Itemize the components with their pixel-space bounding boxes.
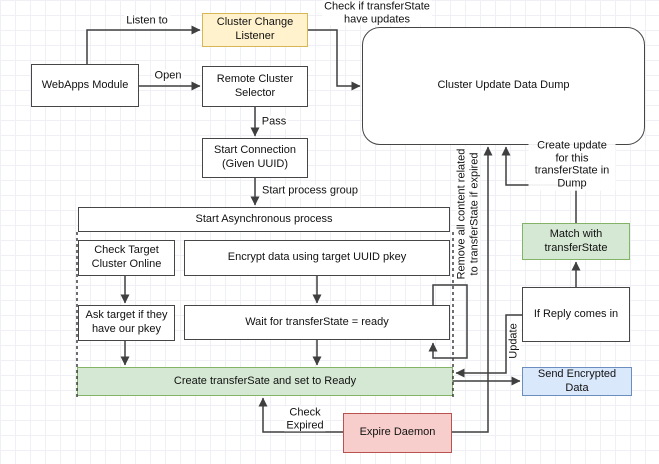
edge-label-listen-to: Listen to <box>124 14 170 28</box>
edge-label-start-process-group: Start process group <box>260 184 360 198</box>
edge-label-open: Open <box>152 69 184 83</box>
node-check-target-online[interactable]: Check Target Cluster Online <box>78 240 175 276</box>
edge-wait-self-loop[interactable] <box>428 284 468 359</box>
edge-label-check-updates: Check if transferState have updates <box>322 0 432 26</box>
node-remote-cluster-selector[interactable]: Remote Cluster Selector <box>202 66 308 107</box>
node-cluster-change-listener[interactable]: Cluster Change Listener <box>202 13 308 47</box>
node-start-connection[interactable]: Start Connection (Given UUID) <box>202 138 308 178</box>
edge-expire-to-dump[interactable] <box>452 146 493 433</box>
edge-label-update: Update <box>507 321 521 361</box>
node-wait-transferstate[interactable]: Wait for transferState = ready <box>184 305 450 340</box>
edge-webapps-to-listener[interactable] <box>86 25 201 64</box>
node-encrypt-data[interactable]: Encrypt data using target UUID pkey <box>184 240 450 276</box>
edge-label-check-expired: Check Expired <box>284 406 326 432</box>
edge-label-pass: Pass <box>259 115 289 129</box>
node-send-encrypted-data[interactable]: Send Encrypted Data <box>522 367 632 396</box>
node-ask-target-pkey[interactable]: Ask target if they have our pkey <box>78 305 175 341</box>
node-webapps-module[interactable]: WebApps Module <box>31 64 139 107</box>
edge-label-create-update: Create update for this transferState in … <box>528 139 616 191</box>
node-create-transferstate[interactable]: Create transferSate and set to Ready <box>77 367 453 396</box>
edge-expire-to-create[interactable] <box>258 397 343 433</box>
node-expire-daemon[interactable]: Expire Daemon <box>343 413 452 453</box>
node-if-reply-comes-in[interactable]: If Reply comes in <box>522 287 630 342</box>
node-match-transferstate[interactable]: Match with transferState <box>522 223 630 260</box>
node-start-async-process[interactable]: Start Asynchronous process <box>78 207 450 232</box>
edge-ifreply-update-to-create[interactable] <box>455 314 522 378</box>
node-cluster-update-data-dump[interactable]: Cluster Update Data Dump <box>362 27 645 145</box>
edge-label-remove-content: Remove all content related to transferSt… <box>455 146 481 282</box>
edge-listener-to-dump[interactable] <box>308 29 361 91</box>
